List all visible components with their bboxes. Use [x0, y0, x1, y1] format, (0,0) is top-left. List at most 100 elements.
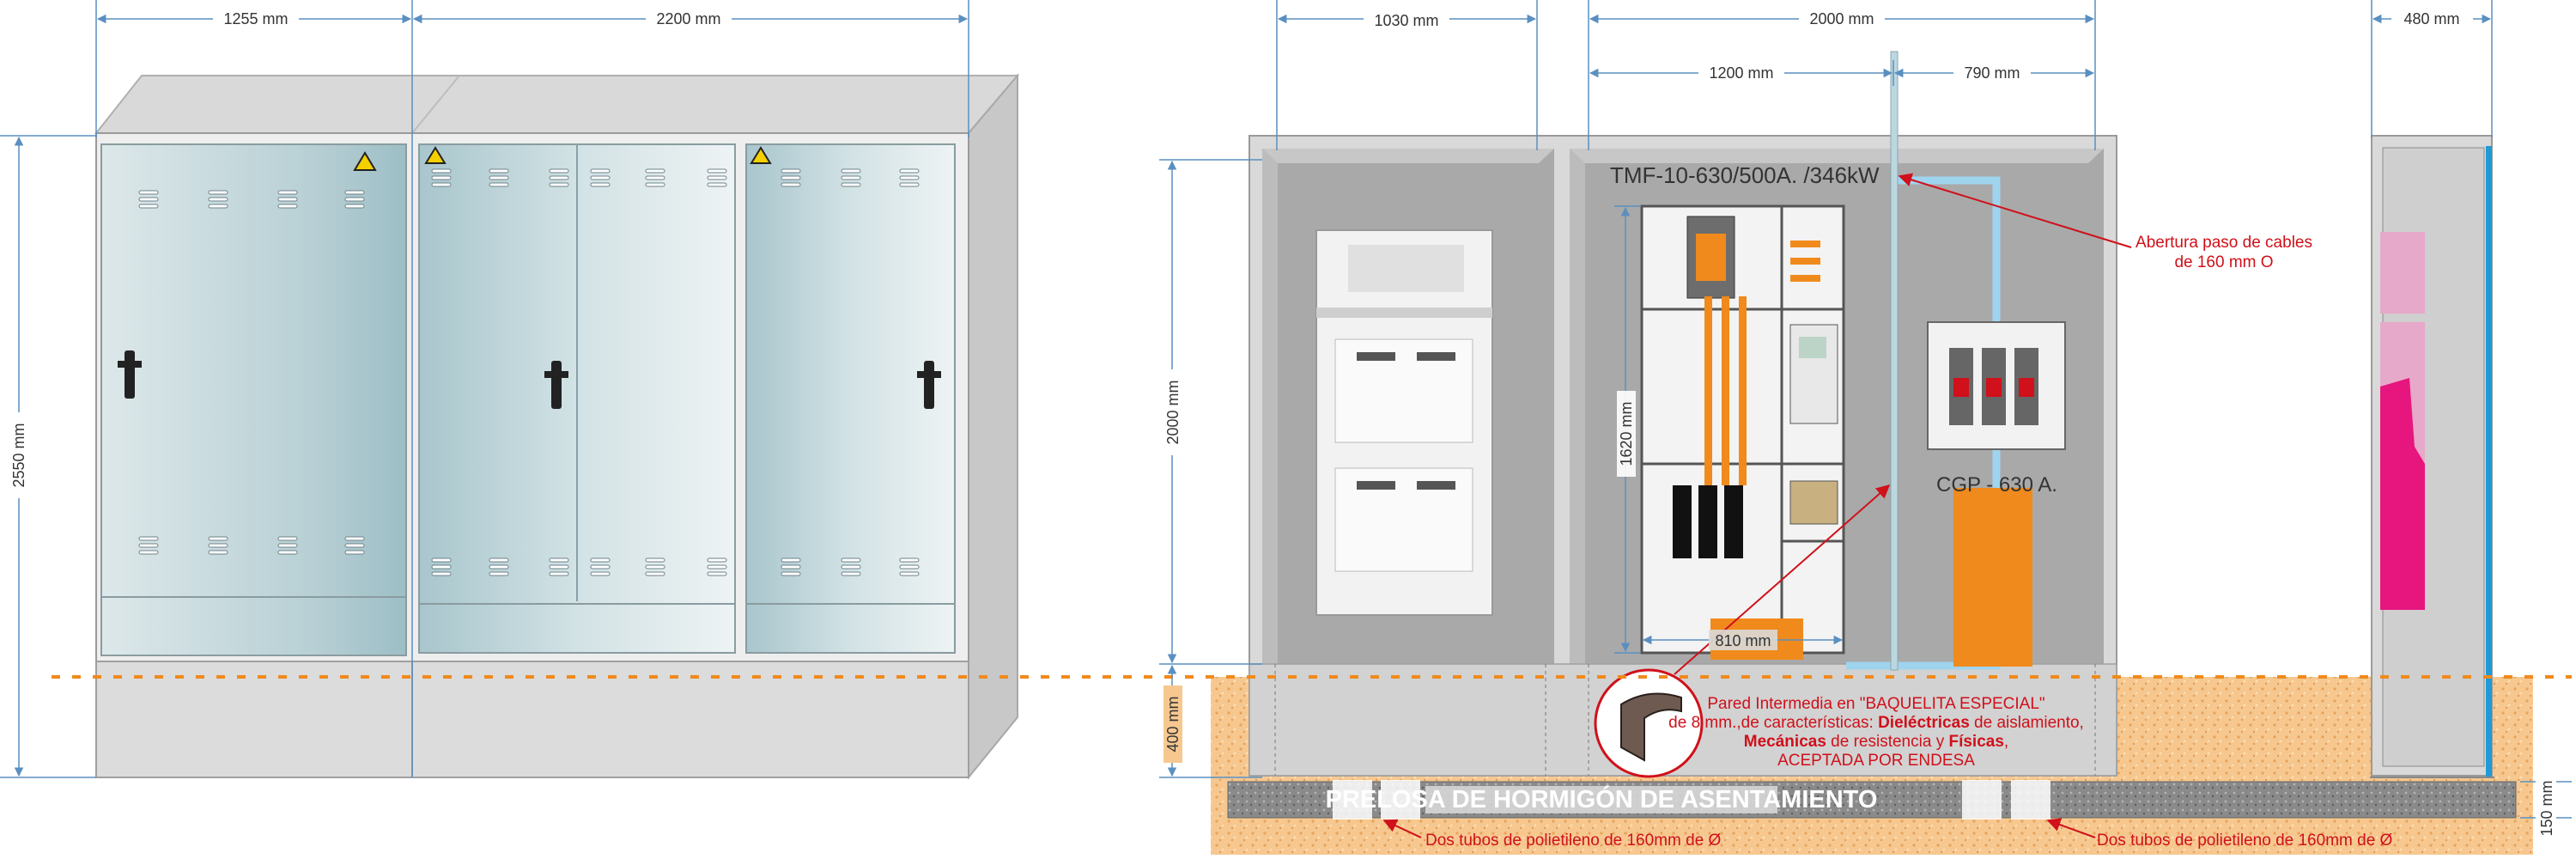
- warning-icon: [353, 146, 772, 171]
- dim-mid-height: 2000 mm: [1164, 380, 1182, 444]
- vent-slot: [899, 175, 920, 180]
- vent-slot: [590, 182, 611, 187]
- tubes-right-label: Dos tubos de polietileno de 160mm de Ø: [2097, 832, 2393, 850]
- vent-slot: [707, 175, 727, 180]
- vent-slot: [208, 543, 228, 548]
- vent-slot: [489, 182, 509, 187]
- vent-slot: [549, 557, 569, 563]
- vent-slot: [590, 571, 611, 576]
- vent-slot: [781, 564, 801, 570]
- vent-slot: [781, 557, 801, 563]
- vent-slot: [707, 564, 727, 570]
- vent-slot: [431, 168, 452, 174]
- ventilation-grilles: [138, 168, 920, 576]
- vent-slot: [277, 536, 298, 541]
- dim-panel-height: 1620 mm: [1618, 401, 1635, 466]
- wall-note-line-3: Mecánicas de resistencia y Físicas,: [1744, 733, 2008, 751]
- vent-slot: [277, 550, 298, 555]
- vent-slot: [549, 571, 569, 576]
- cable-opening-label: Abertura paso de cables: [2136, 234, 2312, 252]
- side-view: [2370, 135, 2494, 778]
- vent-slot: [590, 168, 611, 174]
- vent-slot: [549, 168, 569, 174]
- vent-slot: [781, 571, 801, 576]
- vent-slot: [707, 182, 727, 187]
- vent-slot: [590, 564, 611, 570]
- vent-slot: [138, 204, 159, 209]
- vent-slot: [138, 543, 159, 548]
- vent-slot: [781, 168, 801, 174]
- vent-slot: [208, 197, 228, 202]
- dim-panel-width: 810 mm: [1715, 632, 1771, 649]
- vent-slot: [645, 557, 665, 563]
- vent-slot: [841, 168, 861, 174]
- dim-mid-left-width: 1030 mm: [1374, 12, 1438, 29]
- cable-opening-size: de 160 mm O: [2174, 253, 2273, 271]
- wall-note-line-1: Pared Intermedia en "BAQUELITA ESPECIAL": [1707, 695, 2044, 713]
- vent-slot: [549, 175, 569, 180]
- vent-slot: [590, 557, 611, 563]
- vent-slot: [208, 550, 228, 555]
- front-view: [94, 73, 1020, 780]
- vent-slot: [841, 175, 861, 180]
- vent-slot: [645, 168, 665, 174]
- vent-slot: [489, 571, 509, 576]
- dim-mid-total-width: 2000 mm: [1809, 10, 1874, 27]
- vent-slot: [208, 190, 228, 195]
- vent-slot: [431, 564, 452, 570]
- vent-slot: [707, 571, 727, 576]
- vent-slot: [781, 182, 801, 187]
- vent-slot: [344, 536, 365, 541]
- vent-slot: [277, 197, 298, 202]
- interior-view: [1211, 51, 2533, 855]
- dimension-labels: 1255 mm 2200 mm 2550 mm 1030 mm 2000 mm …: [9, 9, 2556, 844]
- vent-slot: [138, 197, 159, 202]
- slab-label: PRELOSA DE HORMIGÓN DE ASENTAMIENTO: [1326, 784, 1878, 813]
- vent-slot: [645, 175, 665, 180]
- vent-slot: [899, 168, 920, 174]
- wall-note-line-4: ACEPTADA POR ENDESA: [1777, 752, 1975, 770]
- vent-slot: [208, 204, 228, 209]
- tmf-label: TMF-10-630/500A. /346kW: [1610, 162, 1880, 188]
- vent-slot: [781, 175, 801, 180]
- vent-slot: [431, 175, 452, 180]
- vent-slot: [431, 557, 452, 563]
- vent-slot: [489, 175, 509, 180]
- dim-side-depth: 480 mm: [2403, 10, 2459, 27]
- vent-slot: [138, 550, 159, 555]
- dim-front-left-width: 1255 mm: [223, 10, 288, 27]
- vent-slot: [277, 543, 298, 548]
- dim-front-height: 2550 mm: [10, 423, 27, 487]
- vent-slot: [645, 571, 665, 576]
- vent-slot: [549, 564, 569, 570]
- vent-slot: [208, 536, 228, 541]
- annotations: TMF-10-630/500A. /346kW CGP - 630 A. Abe…: [1326, 162, 2393, 850]
- vent-slot: [138, 536, 159, 541]
- wall-note-line-2: de 8 mm.,de características: Dieléctrica…: [1668, 714, 2084, 732]
- vent-slot: [344, 543, 365, 548]
- vent-slot: [899, 571, 920, 576]
- door-handle-icon: [118, 350, 941, 409]
- vent-slot: [841, 571, 861, 576]
- tubes-left-label: Dos tubos de polietileno de 160mm de Ø: [1425, 832, 1722, 850]
- dim-front-right-width: 2200 mm: [656, 10, 720, 27]
- vent-slot: [899, 557, 920, 563]
- dim-slab-thickness: 150 mm: [2538, 780, 2555, 836]
- vent-slot: [899, 564, 920, 570]
- vent-slot: [344, 190, 365, 195]
- dim-buried-depth: 400 mm: [1164, 696, 1182, 752]
- vent-slot: [645, 564, 665, 570]
- vent-slot: [138, 190, 159, 195]
- vent-slot: [645, 182, 665, 187]
- vent-slot: [277, 204, 298, 209]
- vent-slot: [277, 190, 298, 195]
- vent-slot: [899, 182, 920, 187]
- vent-slot: [344, 204, 365, 209]
- vent-slot: [344, 550, 365, 555]
- vent-slot: [590, 175, 611, 180]
- vent-slot: [489, 564, 509, 570]
- vent-slot: [707, 168, 727, 174]
- dim-mid-inner-right: 790 mm: [1964, 64, 2020, 82]
